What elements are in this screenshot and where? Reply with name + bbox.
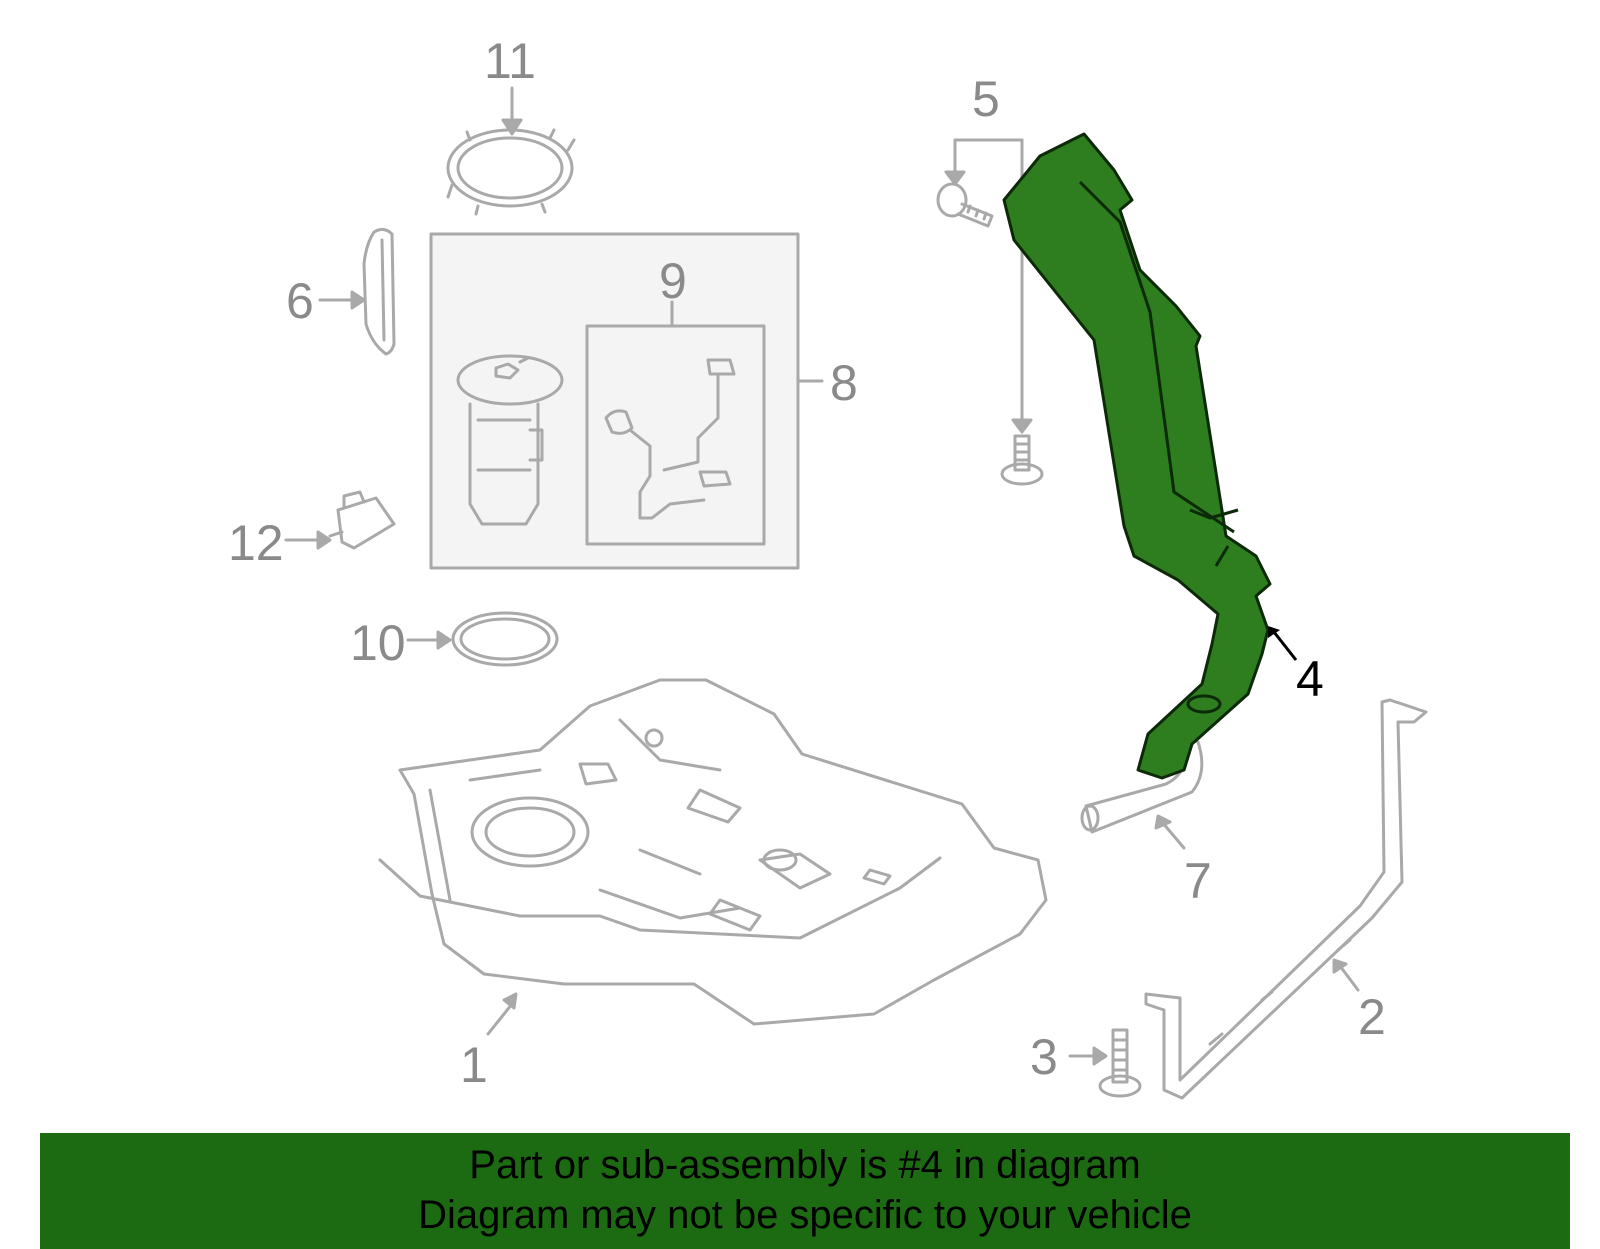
bolt-part-5-upper <box>936 182 994 228</box>
callout-1: 1 <box>460 1037 488 1093</box>
callout-6: 6 <box>286 273 314 329</box>
bolt-part-5-lower <box>1000 434 1044 486</box>
callout-4: 4 <box>1296 651 1324 707</box>
callout-12: 12 <box>228 515 284 571</box>
callout-8: 8 <box>830 355 858 411</box>
fuel-pump-module <box>456 354 564 526</box>
callout-3: 3 <box>1030 1029 1058 1085</box>
callout-7: 7 <box>1184 853 1212 909</box>
leader-4 <box>1272 631 1298 661</box>
callout-9: 9 <box>659 253 687 309</box>
banner-line-part-number: Part or sub-assembly is #4 in diagram <box>469 1143 1141 1187</box>
filler-pipe-part-4 <box>1002 132 1272 780</box>
fuel-level-sender <box>604 358 736 520</box>
callout-10: 10 <box>350 615 406 671</box>
fuel-tank-part-1 <box>378 678 1048 1026</box>
sender-box-part-9 <box>585 324 766 546</box>
lock-ring-part-11 <box>446 128 576 216</box>
callout-2: 2 <box>1358 989 1386 1045</box>
banner-line-disclaimer: Diagram may not be specific to your vehi… <box>418 1193 1192 1237</box>
bolt-part-3 <box>1098 1028 1142 1098</box>
seal-part-10 <box>451 611 559 667</box>
callout-11: 11 <box>484 33 536 89</box>
connector-part-12 <box>328 490 396 550</box>
shield-bracket-part-6 <box>362 227 396 356</box>
callout-5: 5 <box>972 71 1000 127</box>
strap-part-2 <box>1144 698 1428 1100</box>
info-banner: Part or sub-assembly is #4 in diagram Di… <box>40 1133 1570 1249</box>
